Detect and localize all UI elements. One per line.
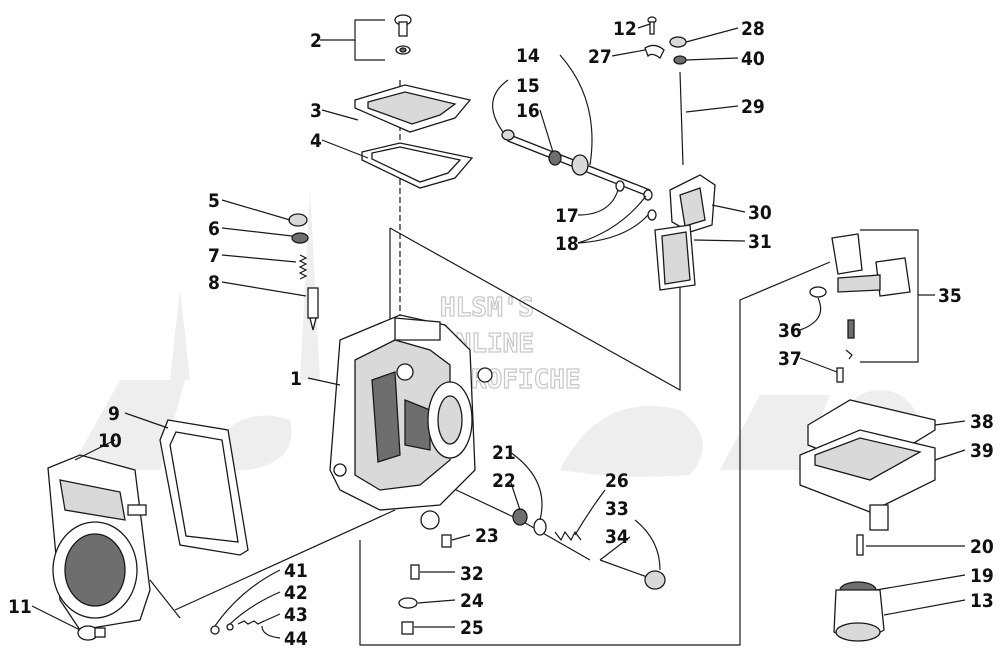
part-28-clip: [669, 36, 687, 48]
callout-14: 14: [516, 45, 540, 67]
callout-32: 32: [460, 563, 484, 585]
part-3-top-cover: [354, 84, 472, 133]
part-23-plug: [441, 534, 452, 548]
callout-38: 38: [970, 411, 994, 433]
part-17-screw: [615, 180, 625, 192]
callout-42: 42: [284, 582, 308, 604]
callout-4: 4: [310, 130, 322, 152]
part-35-float: [831, 233, 911, 297]
callout-25: 25: [460, 617, 484, 639]
part-41-washer: [210, 625, 220, 635]
callout-28: 28: [741, 18, 765, 40]
part-27-clip: [644, 44, 665, 59]
callout-44: 44: [284, 628, 308, 650]
callout-10: 10: [98, 430, 122, 452]
part-22-washer: [512, 508, 528, 526]
callout-24: 24: [460, 590, 484, 612]
part-needle-valve: [845, 319, 855, 360]
part-5-cap: [288, 213, 308, 227]
part-15-nut: [501, 129, 515, 141]
callout-39: 39: [970, 440, 994, 462]
part-11-screw: [77, 625, 106, 641]
callout-30: 30: [748, 202, 772, 224]
part-32-jet: [410, 564, 420, 580]
part-37-screw: [836, 367, 844, 383]
callout-3: 3: [310, 100, 322, 122]
part-16-washer: [548, 150, 562, 166]
callout-23: 23: [475, 525, 499, 547]
part-20-screw: [856, 534, 864, 556]
part-9-intake-gasket: [159, 419, 249, 556]
part-21-o-ring: [533, 518, 547, 536]
callout-43: 43: [284, 604, 308, 626]
part-10-intake-adapter: [47, 454, 151, 631]
callout-35: 35: [938, 285, 962, 307]
part-39-float-bowl: [799, 429, 936, 531]
part-31-throttle-valve: [654, 224, 696, 291]
part-43-screw: [237, 620, 265, 625]
callout-18: 18: [555, 233, 579, 255]
part-34-needle-jet: [599, 559, 666, 590]
part-29-jet-needle: [679, 71, 684, 166]
part-14-throttle-shaft: [507, 134, 651, 197]
callout-33: 33: [605, 498, 629, 520]
callout-9: 9: [108, 403, 120, 425]
callout-1: 1: [290, 368, 302, 390]
part-6-nut: [291, 232, 309, 244]
part-25-plug: [401, 621, 414, 635]
callout-6: 6: [208, 218, 220, 240]
part-42-spring: [226, 623, 234, 631]
part-8-pilot-screw: [307, 287, 319, 331]
callout-40: 40: [741, 48, 765, 70]
callout-37: 37: [778, 348, 802, 370]
callout-29: 29: [741, 96, 765, 118]
callout-21: 21: [492, 442, 516, 464]
callout-11: 11: [8, 596, 32, 618]
callout-22: 22: [492, 470, 516, 492]
part-1-carburetor-body: [329, 314, 493, 530]
callout-20: 20: [970, 536, 994, 558]
callout-26: 26: [605, 470, 629, 492]
callout-12: 12: [613, 18, 637, 40]
callout-34: 34: [605, 526, 629, 548]
part-13-drain-cap: [833, 589, 885, 642]
watermark-line-1: HLSM'S: [440, 293, 534, 323]
callout-15: 15: [516, 75, 540, 97]
callout-17: 17: [555, 205, 579, 227]
part-24-washer: [398, 597, 418, 609]
leader-lines: [31, 19, 966, 639]
part-12-screw: [647, 16, 657, 35]
callout-8: 8: [208, 272, 220, 294]
callout-31: 31: [748, 231, 772, 253]
callout-27: 27: [588, 46, 612, 68]
callout-7: 7: [208, 245, 220, 267]
part-2-screw: [394, 14, 412, 55]
callout-2: 2: [310, 30, 322, 52]
part-18-screw: [643, 189, 657, 221]
part-4-cover-gasket: [361, 142, 474, 189]
part-30-bracket: [669, 174, 716, 233]
callout-labels: 2 3 4 5 6 7 8 1 9 10 11 12 27 28 40 29 1…: [8, 18, 994, 650]
assembly-guide-lines: [149, 80, 831, 646]
callout-19: 19: [970, 565, 994, 587]
callout-36: 36: [778, 320, 802, 342]
callout-41: 41: [284, 560, 308, 582]
part-36-o-ring: [809, 286, 827, 298]
part-7-spring: [298, 254, 308, 280]
part-26-spring: [554, 530, 582, 542]
part-40-washer: [673, 55, 687, 65]
callout-13: 13: [970, 590, 994, 612]
callout-5: 5: [208, 190, 220, 212]
callout-16: 16: [516, 100, 540, 122]
